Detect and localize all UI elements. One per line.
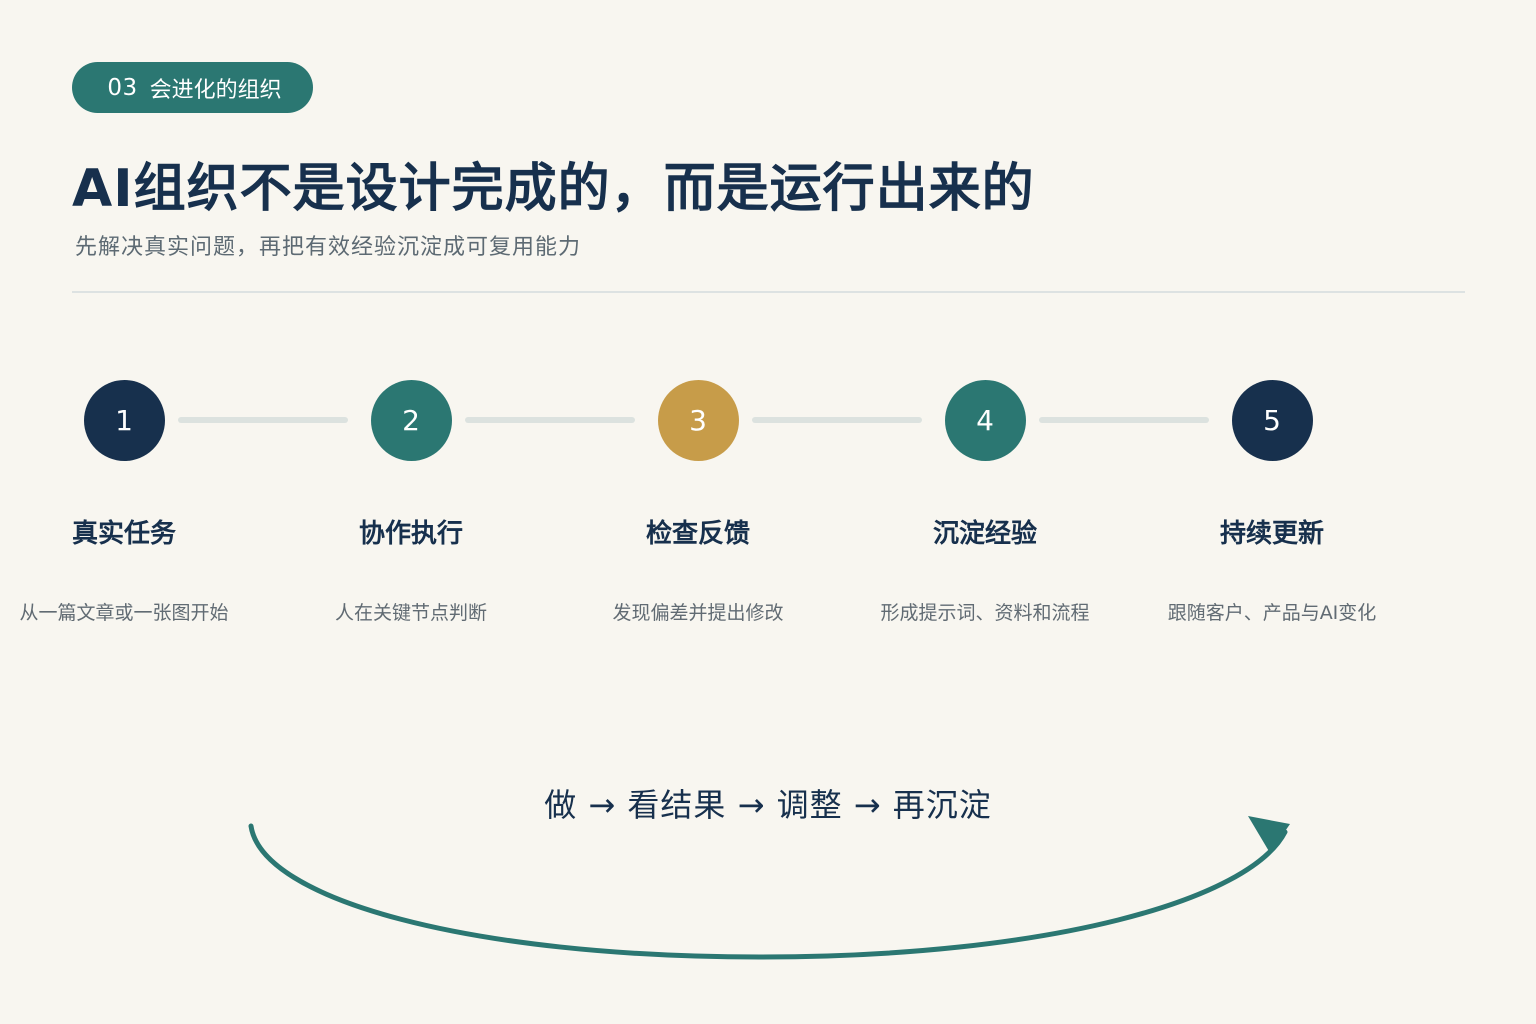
- step-title: 持续更新: [1219, 519, 1324, 549]
- step-number: 5: [1263, 404, 1281, 437]
- divider: [72, 291, 1465, 293]
- step-number: 4: [976, 404, 994, 437]
- arrow-head-icon: [1248, 816, 1290, 853]
- step-connector: [178, 417, 348, 423]
- step-number-circle: 4: [944, 380, 1026, 461]
- loop-caption: 做 → 看结果 → 调整 → 再沉淀: [544, 786, 992, 824]
- step-description: 发现偏差并提出修改: [612, 602, 784, 624]
- section-badge: 03 会进化的组织: [72, 62, 313, 113]
- page-title: AI组织不是设计完成的，而是运行出来的: [72, 159, 1035, 219]
- step-connector: [465, 417, 635, 423]
- step-number-circle: 2: [370, 380, 452, 461]
- step-description: 跟随客户、产品与AI变化: [1167, 602, 1377, 624]
- step-title: 沉淀经验: [932, 519, 1037, 549]
- step-1: 1 真实任务 从一篇文章或一张图开始: [0, 380, 274, 625]
- loop-curve: [248, 823, 1288, 960]
- step-description: 从一篇文章或一张图开始: [19, 602, 229, 624]
- step-description: 人在关键节点判断: [334, 602, 487, 624]
- step-title: 真实任务: [71, 519, 176, 549]
- step-number-circle: 1: [83, 380, 165, 461]
- step-connector: [1039, 417, 1209, 423]
- step-number-circle: 5: [1231, 380, 1313, 461]
- step-number: 2: [402, 404, 420, 437]
- step-number: 3: [689, 404, 707, 437]
- step-2: 2 协作执行 人在关键节点判断: [261, 380, 561, 625]
- step-4: 4 沉淀经验 形成提示词、资料和流程: [835, 380, 1135, 625]
- step-title: 协作执行: [358, 519, 463, 549]
- step-number: 1: [115, 404, 133, 437]
- step-number-circle: 3: [657, 380, 739, 461]
- page-subtitle: 先解决真实问题，再把有效经验沉淀成可复用能力: [75, 235, 582, 260]
- step-description: 形成提示词、资料和流程: [880, 602, 1090, 624]
- section-label: 会进化的组织: [149, 77, 282, 103]
- step-connector: [752, 417, 922, 423]
- section-number: 03: [107, 74, 138, 101]
- step-5: 5 持续更新 跟随客户、产品与AI变化: [1122, 380, 1422, 625]
- step-3: 3 检查反馈 发现偏差并提出修改: [548, 380, 848, 625]
- step-title: 检查反馈: [645, 519, 750, 549]
